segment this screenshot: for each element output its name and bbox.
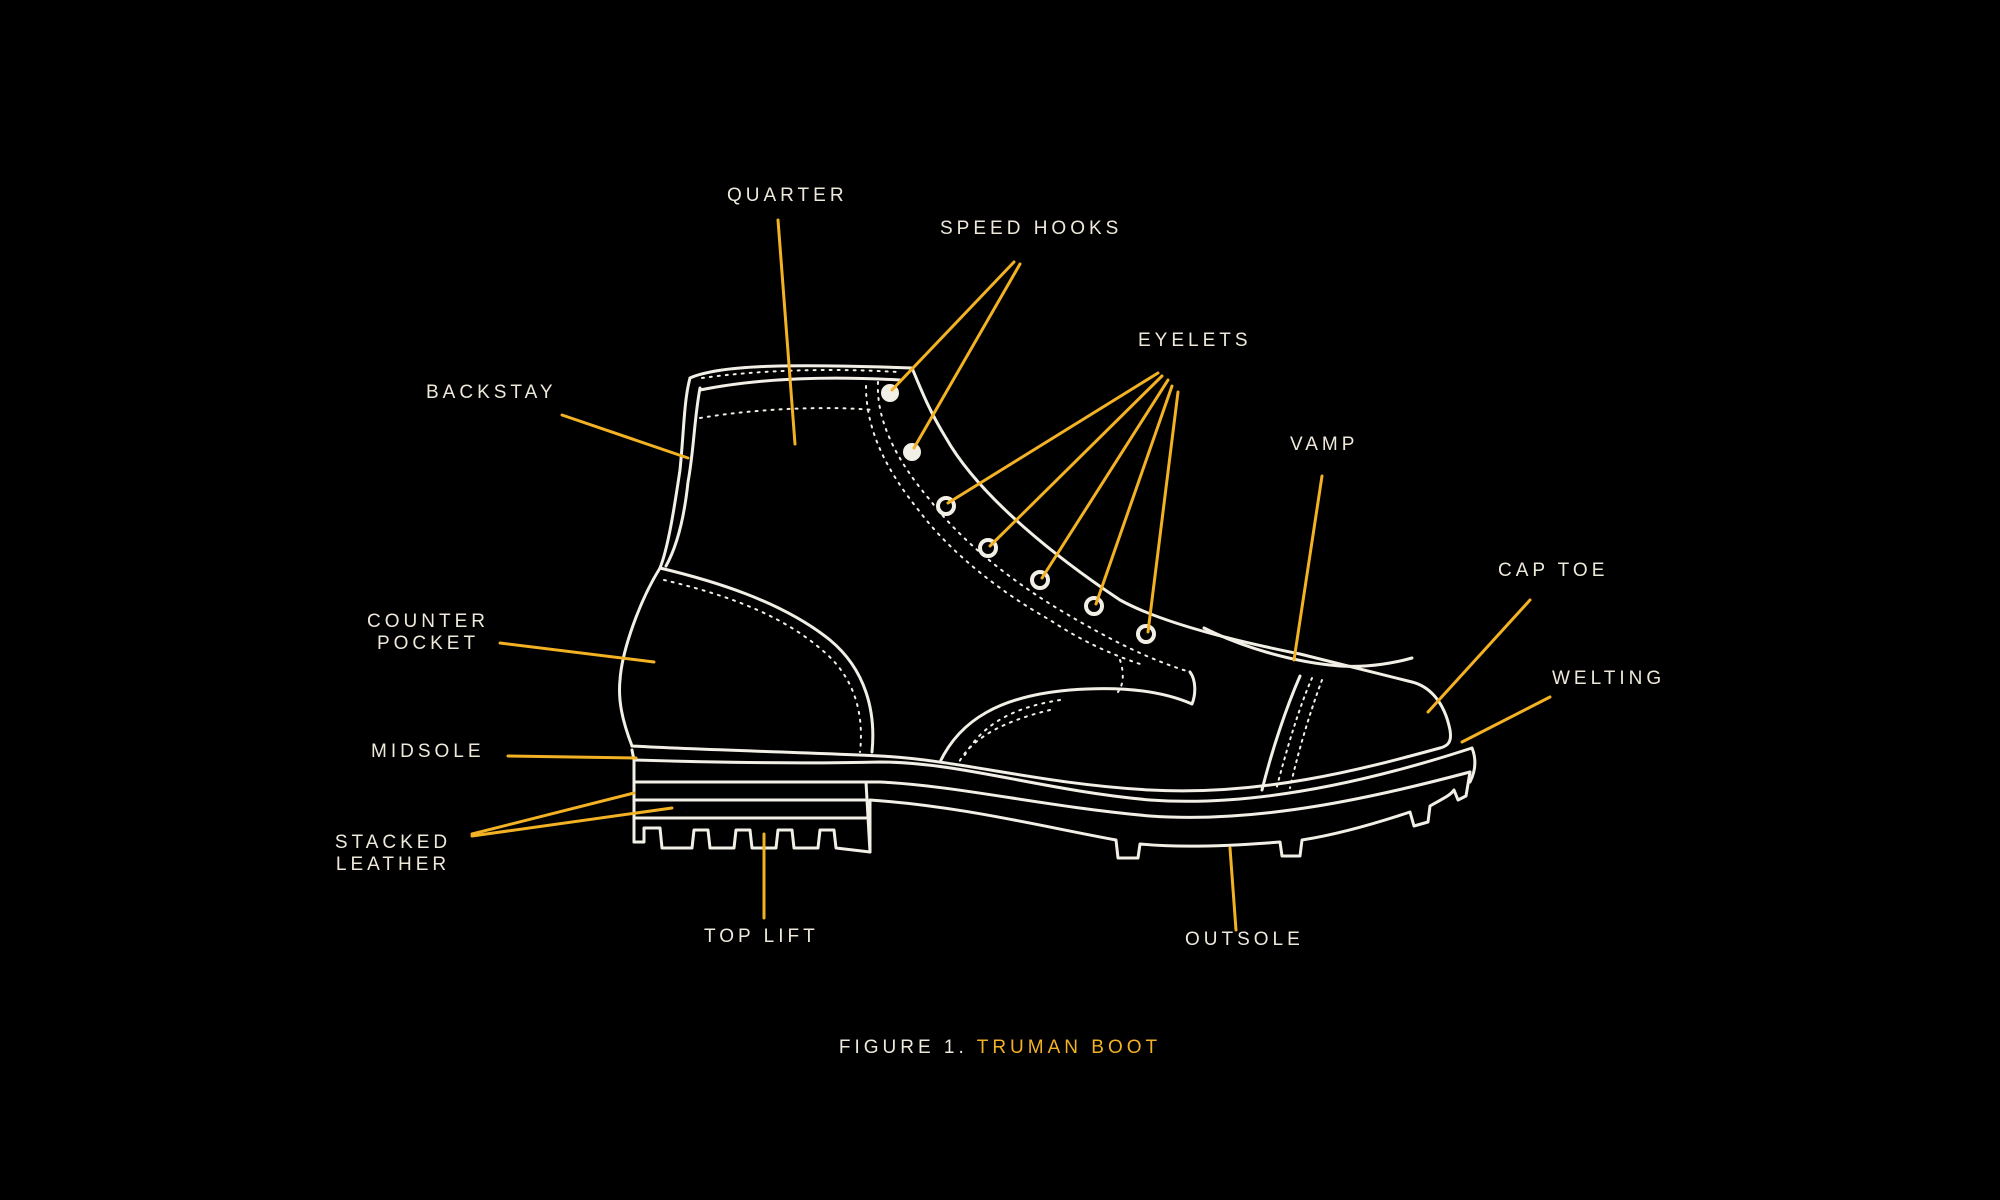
leader-eyelet-3 (1040, 378, 1170, 580)
label-stacked-leather: STACKED LEATHER (333, 832, 453, 876)
leader-speed-hook-1 (890, 260, 1016, 392)
eyelet-2 (978, 538, 998, 558)
vamp-line (1202, 626, 1414, 668)
welt-line (630, 744, 1442, 793)
heel-stack-line-1 (632, 780, 868, 802)
quarter-seam (938, 670, 1197, 764)
cap-toe-stitch (1275, 677, 1313, 791)
leader-eyelet-4 (1094, 384, 1174, 606)
label-midsole: MIDSOLE (371, 741, 485, 762)
collar-band (698, 376, 902, 392)
label-backstay: BACKSTAY (426, 382, 557, 403)
label-eyelets: EYELETS (1138, 330, 1252, 351)
leader-eyelet-2 (988, 374, 1164, 548)
midsole-bottom (632, 770, 1472, 819)
leader-outsole (1228, 846, 1238, 932)
leader-speed-hook-2 (912, 262, 1022, 450)
figure-caption-title: TRUMAN BOOT (976, 1037, 1162, 1058)
eyelet-5 (1136, 624, 1156, 644)
lace-panel-stitch (876, 381, 1191, 673)
quarter-seam-stitch (1117, 659, 1124, 693)
leader-vamp (1292, 474, 1324, 662)
label-counter-pocket: COUNTER POCKET (362, 611, 494, 655)
leader-eyelet-5 (1146, 390, 1180, 634)
sole-toe-front (1468, 746, 1477, 784)
backstay-outline (664, 386, 702, 568)
midsole-top (630, 746, 1474, 803)
outsole-lugs (868, 770, 1472, 860)
leader-quarter (776, 218, 797, 446)
figure-caption: FIGURE 1. TRUMAN BOOT (0, 1037, 2000, 1059)
top-lift-lugs (632, 826, 872, 854)
label-stacked-leather-line-1: STACKED (334, 832, 452, 853)
leader-counter-pocket (498, 641, 656, 664)
cap-toe-stitch-2 (1289, 679, 1323, 789)
counter-pocket-outline (658, 566, 875, 754)
label-counter-pocket-line-2: POCKET (376, 633, 480, 654)
label-stacked-leather-line-2: LEATHER (335, 854, 451, 875)
label-vamp: VAMP (1290, 434, 1359, 455)
label-quarter: QUARTER (727, 185, 848, 206)
leader-backstay (560, 413, 690, 460)
label-counter-pocket-line-1: COUNTER (367, 611, 489, 632)
quarter-seam-stitch-3 (957, 709, 1051, 765)
quarter-seam-stitch-2 (961, 699, 1061, 761)
speed-hooks (881, 384, 921, 461)
eyelet-1 (936, 496, 956, 516)
collar-stitch-top (701, 369, 899, 379)
leader-midsole (506, 754, 638, 760)
boot-illustration (618, 364, 1477, 860)
label-welting: WELTING (1552, 668, 1666, 689)
counter-pocket-stitch (663, 579, 862, 753)
cap-toe-seam (1260, 674, 1302, 792)
label-cap-toe: CAP TOE (1498, 560, 1609, 581)
figure-caption-prefix: FIGURE 1. (838, 1037, 968, 1058)
eyelets (936, 496, 1156, 644)
collar-stitch (699, 407, 875, 419)
leader-lines (470, 218, 1552, 932)
speed-hook-2 (903, 443, 921, 461)
leader-cap-toe (1426, 598, 1532, 714)
heel-stack-line-2 (632, 798, 868, 820)
eyelet-4 (1084, 596, 1104, 616)
label-top-lift: TOP LIFT (704, 926, 819, 947)
leader-welting (1460, 695, 1552, 744)
leader-eyelet-1 (946, 371, 1160, 505)
label-speed-hooks: SPEED HOOKS (940, 218, 1123, 239)
boot-shaft-back (618, 376, 692, 748)
leader-stacked-leather-2 (470, 806, 674, 838)
eyelet-3 (1030, 570, 1050, 590)
lace-panel-stitch-2 (865, 385, 1141, 665)
label-outsole: OUTSOLE (1185, 929, 1304, 950)
leader-stacked-leather-1 (470, 791, 636, 836)
